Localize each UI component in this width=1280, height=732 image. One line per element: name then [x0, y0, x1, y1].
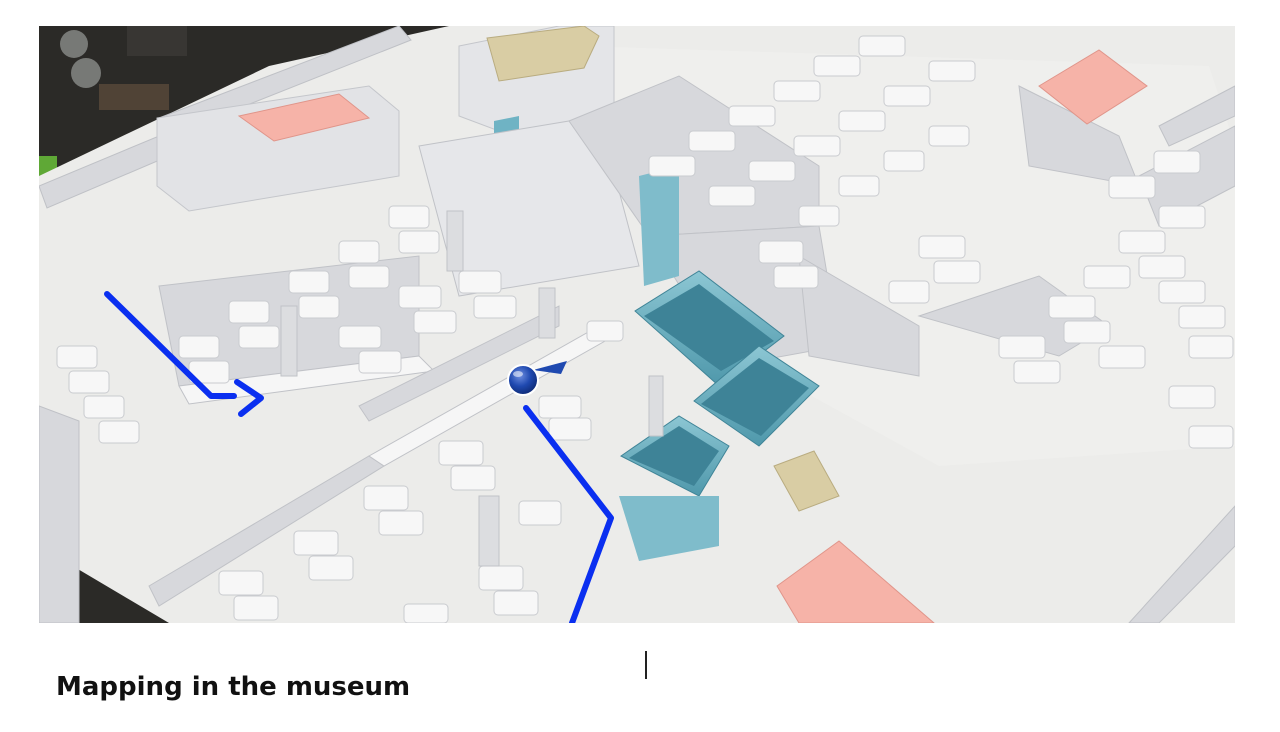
location-dot-icon — [507, 364, 539, 396]
heading-arrow-icon — [533, 361, 567, 374]
turn-right-arrow-icon — [234, 379, 264, 417]
current-location-marker[interactable] — [507, 361, 567, 396]
pillars — [280, 210, 664, 567]
caption-title: Mapping in the museum — [56, 672, 411, 702]
floor-plan-canvas[interactable] — [39, 26, 1235, 623]
route-segment-right — [523, 405, 614, 623]
exterior-objects — [60, 26, 187, 110]
roof-accents — [773, 49, 1148, 623]
route-segment-left — [104, 291, 237, 399]
text-cursor — [645, 651, 647, 679]
seating-benches — [56, 35, 1234, 623]
navigation-route — [104, 291, 614, 623]
glass-rooms — [619, 166, 820, 561]
museum-floor-map[interactable] — [39, 26, 1235, 623]
north-west-wing — [156, 85, 400, 212]
